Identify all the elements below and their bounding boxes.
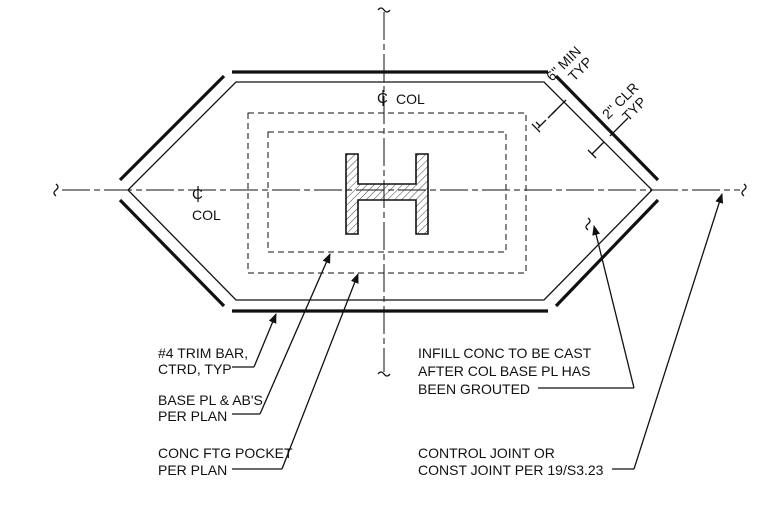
trim-bars xyxy=(118,70,660,313)
base-plate-outline xyxy=(267,131,507,253)
trim-bar-line1: #4 TRIM BAR, xyxy=(158,345,248,361)
control-joint-line1: CONTROL JOINT OR xyxy=(418,445,555,461)
infill-marker xyxy=(585,217,591,231)
centerline-symbol-left: C xyxy=(192,186,203,203)
dim-2in-clr xyxy=(587,117,629,159)
base-pl-line2: PER PLAN xyxy=(158,408,227,424)
col-label-top: COL xyxy=(396,91,425,107)
centerline-symbol-top: C xyxy=(377,90,388,107)
control-joint-line2: CONST JOINT PER 19/S3.23 xyxy=(418,462,604,478)
dim-6in-min xyxy=(531,99,567,133)
ftg-pocket-outline xyxy=(247,112,527,274)
trim-bar-line2: CTRD, TYP xyxy=(158,361,232,377)
leaders xyxy=(232,193,724,470)
infill-line3: BEEN GROUTED xyxy=(418,381,530,397)
infill-line1: INFILL CONC TO BE CAST xyxy=(418,345,592,361)
col-label-left: COL xyxy=(192,207,221,223)
infill-line2: AFTER COL BASE PL HAS xyxy=(418,363,590,379)
base-pl-line1: BASE PL & AB'S xyxy=(158,392,263,408)
ftg-pocket-line1: CONC FTG POCKET xyxy=(158,445,293,461)
pocket-outline xyxy=(127,81,653,301)
steel-column-section xyxy=(345,153,429,235)
ftg-pocket-line2: PER PLAN xyxy=(158,462,227,478)
